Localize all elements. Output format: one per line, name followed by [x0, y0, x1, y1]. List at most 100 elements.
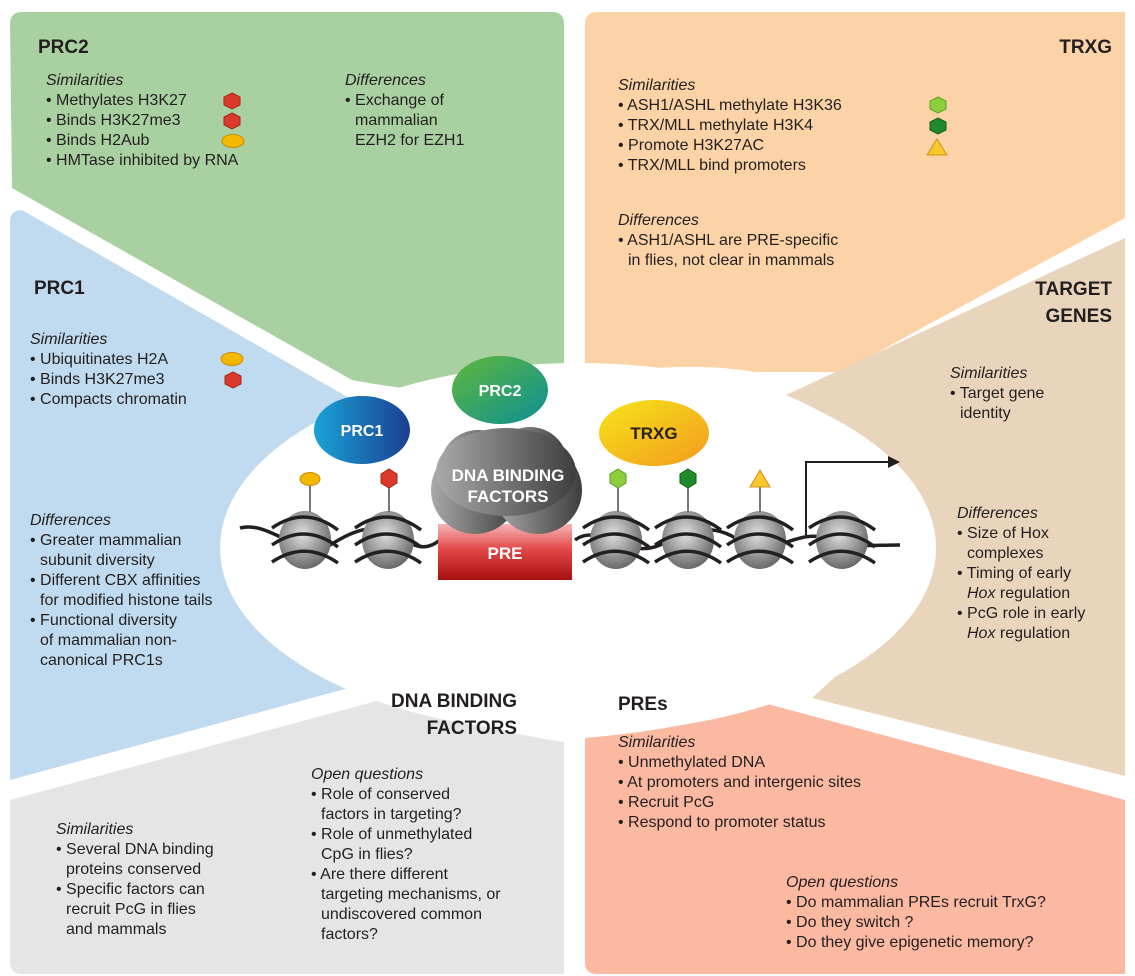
- h2aub-mark-lollipop: [299, 472, 321, 512]
- hox-gene-name: Hox: [967, 625, 996, 642]
- prc2-differences-list: • Exchange of mammalian EZH2 for EZH1: [345, 91, 464, 151]
- target-differences-list: • Size of Hox complexes • Timing of earl…: [957, 524, 1085, 644]
- list-item: • Size of Hox: [957, 525, 1049, 542]
- h3k27me3-marker-icon: [223, 112, 241, 130]
- list-item: targeting mechanisms, or: [321, 886, 501, 903]
- nucleosome: [271, 511, 340, 569]
- trxg-similarities-list: • ASH1/ASHL methylate H3K36 • TRX/MLL me…: [618, 96, 842, 176]
- list-item: • Functional diversity: [30, 612, 177, 629]
- h3k36-mark-lollipop: [609, 468, 627, 512]
- nucleosome: [726, 511, 795, 569]
- dna-open-questions-heading: Open questions: [311, 766, 424, 783]
- list-item: • Unmethylated DNA: [618, 754, 765, 771]
- pre-box: [438, 524, 572, 580]
- h3k27ac-marker-icon: [926, 138, 948, 156]
- list-item: • Ubiquitinates H2A: [30, 351, 169, 368]
- h3k4-marker-icon: [929, 117, 947, 135]
- prc2-differences-heading: Differences: [345, 72, 426, 89]
- list-item: CpG in flies?: [321, 846, 413, 863]
- list-item: • Compacts chromatin: [30, 391, 187, 408]
- nucleosome: [654, 511, 723, 569]
- list-item: • ASH1/ASHL are PRE-specific: [618, 232, 839, 249]
- list-item-text: regulation: [995, 585, 1071, 602]
- pre-label: PRE: [488, 544, 523, 563]
- dna-binding-factors-label-line1: DNA BINDING: [452, 466, 565, 485]
- h3k27me3-marker-icon: [224, 371, 242, 389]
- list-item: • Recruit PcG: [618, 794, 715, 811]
- list-item: • Timing of early: [957, 565, 1072, 582]
- list-item: • Binds H2Aub: [46, 132, 150, 149]
- dna-binding-title-line1: DNA BINDING: [391, 691, 517, 712]
- list-item: • Role of unmethylated: [311, 826, 473, 843]
- list-item: • Exchange of: [345, 92, 444, 109]
- dna-binding-panel: [10, 696, 564, 974]
- prc1-title: PRC1: [34, 278, 85, 299]
- prc1-differences-heading: Differences: [30, 512, 111, 529]
- list-item: • Several DNA binding: [56, 841, 214, 858]
- prc1-complex-label: PRC1: [341, 423, 384, 440]
- trxg-differences-heading: Differences: [618, 212, 699, 229]
- trxg-similarities-heading: Similarities: [618, 77, 696, 94]
- pres-open-questions-heading: Open questions: [786, 874, 899, 891]
- list-item: proteins conserved: [66, 861, 202, 878]
- transcription-start-arrow: [805, 456, 900, 535]
- trxg-complex-label: TRXG: [630, 424, 677, 443]
- list-item: EZH2 for EZH1: [355, 132, 465, 149]
- pres-similarities-heading: Similarities: [618, 734, 696, 751]
- dna-binding-title-line2: FACTORS: [426, 718, 517, 739]
- prc2-title: PRC2: [38, 37, 89, 58]
- list-item: • Methylates H3K27: [46, 92, 187, 109]
- h3k27-methyl-marker-icon: [223, 92, 241, 110]
- list-item: recruit PcG in flies: [66, 901, 196, 918]
- trxg-title: TRXG: [1059, 37, 1112, 58]
- trxg-differences-list: • ASH1/ASHL are PRE-specific in flies, n…: [618, 231, 838, 271]
- list-item: • At promoters and intergenic sites: [618, 774, 862, 791]
- target-similarities-heading: Similarities: [950, 365, 1028, 382]
- list-item: • Different CBX affinities: [30, 572, 201, 589]
- list-item: Hox regulation: [957, 584, 1085, 604]
- list-item: • Promote H3K27AC: [618, 137, 765, 154]
- h2a-ubiquitin-marker-icon: [220, 352, 244, 366]
- list-item: • Respond to promoter status: [618, 814, 826, 831]
- dna-open-questions-list: • Role of conserved factors in targeting…: [311, 785, 501, 945]
- prc1-complex: [314, 396, 410, 464]
- trxg-complex: [599, 400, 709, 466]
- list-item-text: regulation: [995, 625, 1071, 642]
- prc2-complex: [452, 356, 548, 424]
- list-item: mammalian: [355, 112, 438, 129]
- list-item: • Do they switch ?: [786, 914, 914, 931]
- list-item: • Greater mammalian: [30, 532, 182, 549]
- pres-similarities-list: • Unmethylated DNA • At promoters and in…: [618, 753, 861, 833]
- list-item: • Binds H3K27me3: [46, 112, 181, 129]
- list-item: • Do they give epigenetic memory?: [786, 934, 1034, 951]
- list-item: • PcG role in early: [957, 605, 1086, 622]
- list-item: identity: [960, 405, 1011, 422]
- list-item: • Are there different: [311, 866, 448, 883]
- prc1-differences-list: • Greater mammalian subunit diversity • …: [30, 531, 213, 671]
- pres-panel: [585, 702, 1125, 974]
- list-item: • TRX/MLL bind promoters: [618, 157, 806, 174]
- list-item: • HMTase inhibited by RNA: [46, 152, 239, 169]
- list-item: • Role of conserved: [311, 786, 451, 803]
- dna-binding-factors-label-line2: FACTORS: [468, 487, 549, 506]
- h3k36-marker-icon: [929, 96, 947, 114]
- prc2-panel: [10, 12, 564, 395]
- trxg-panel: [585, 12, 1125, 376]
- prc2-complex-label: PRC2: [479, 383, 522, 400]
- central-oval: [220, 363, 936, 733]
- target-similarities-list: • Target gene identity: [950, 384, 1044, 424]
- pres-open-questions-list: • Do mammalian PREs recruit TrxG? • Do t…: [786, 893, 1046, 953]
- list-item: canonical PRC1s: [40, 652, 163, 669]
- list-item: and mammals: [66, 921, 167, 938]
- prc2-similarities-list: • Methylates H3K27 • Binds H3K27me3 • Bi…: [46, 91, 238, 171]
- h3k27me3-mark-lollipop: [380, 468, 398, 512]
- list-item: for modified histone tails: [40, 592, 213, 609]
- dna-similarities-list: • Several DNA binding proteins conserved…: [56, 840, 214, 940]
- prc1-similarities-heading: Similarities: [30, 331, 108, 348]
- h2aub-marker-icon: [221, 134, 245, 148]
- list-item: • Do mammalian PREs recruit TrxG?: [786, 894, 1046, 911]
- list-item: factors?: [321, 926, 378, 943]
- target-differences-heading: Differences: [957, 505, 1038, 522]
- list-item: • Target gene: [950, 385, 1045, 402]
